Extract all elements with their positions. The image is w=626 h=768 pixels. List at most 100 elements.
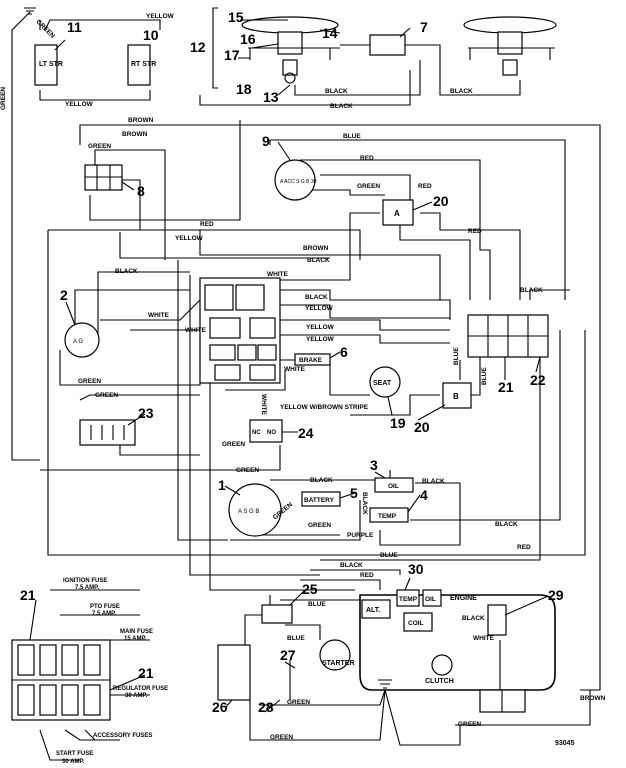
seat-label: SEAT <box>373 380 392 387</box>
fuse-regulator-amp: 30 AMP. <box>125 693 148 699</box>
temp-engine-label: TEMP <box>399 596 418 603</box>
wire-label-black-4: BLACK <box>361 492 368 515</box>
wire-label-black-7: BLACK <box>325 88 348 95</box>
wire-label-red-left: RED <box>200 221 214 228</box>
callout-16: 16 <box>240 31 256 47</box>
wire-label-green-23: GREEN <box>95 392 118 399</box>
wire-label-red-right: RED <box>468 228 482 235</box>
callout-22: 22 <box>530 372 546 388</box>
diode-pack-8 <box>84 164 123 191</box>
battery: BATTERY <box>301 491 341 507</box>
wire-label-green-24: GREEN <box>222 441 245 448</box>
callout-29: 29 <box>548 587 564 603</box>
starter-label: STARTER <box>322 660 355 667</box>
callout-3: 3 <box>370 457 378 473</box>
wire-label-black-right-low: BLACK <box>495 521 518 528</box>
wire-label-green-left: GREEN <box>0 87 7 110</box>
alt-label: ALT. <box>366 607 380 614</box>
callout-17: 17 <box>224 47 240 63</box>
relay-b-label: B <box>453 392 459 401</box>
connector-25 <box>261 604 293 624</box>
relay-a: A <box>382 199 414 226</box>
nc-no-switch: NC NO <box>249 419 283 443</box>
wire-label-blue-25b: BLUE <box>287 635 305 642</box>
wire-label-yellow-module-2: YELLOW <box>306 324 335 331</box>
wire-label-blue-21: BLUE <box>481 367 488 385</box>
brake-label: BRAKE <box>299 357 323 364</box>
callout-leaders <box>29 19 549 713</box>
callout-13: 13 <box>263 89 279 105</box>
switch-2: A G <box>64 322 100 358</box>
fuse-regulator-label: REGULATOR FUSE <box>113 686 168 692</box>
key-switch: A S G B <box>228 483 282 537</box>
wire-label-white-module: WHITE <box>284 366 306 373</box>
wire-label-black-3: BLACK <box>422 478 445 485</box>
switch-9: A ACC S G B 30 <box>274 159 317 201</box>
callout-7: 7 <box>420 19 428 35</box>
pto-assembly-left <box>241 16 340 84</box>
callout-9: 9 <box>262 133 270 149</box>
wire-label-red-low: RED <box>517 544 531 551</box>
callout-30: 30 <box>408 561 424 577</box>
wire-label-green-bottom-right: GREEN <box>458 721 481 728</box>
callout-12: 12 <box>190 39 206 55</box>
callout-18: 18 <box>236 81 252 97</box>
oil-sensor: OIL <box>374 477 414 493</box>
callout-4: 4 <box>420 487 428 503</box>
callout-26: 26 <box>212 699 228 715</box>
wire-labels: YELLOW YELLOW GREEN GREEN BROWN BROWN GR… <box>0 13 606 741</box>
wire-label-green-bottom: GREEN <box>270 734 293 741</box>
wire-label-purple: PURPLE <box>347 532 374 539</box>
fuse-accessory-label: ACCESSORY FUSES <box>93 733 152 739</box>
seat-switch: SEAT <box>369 366 401 398</box>
wire-label-yellow-lower: YELLOW <box>65 101 94 108</box>
oil-engine-label: OIL <box>425 596 436 603</box>
wire-label-white-top: WHITE <box>267 271 289 278</box>
bracket-12 <box>212 7 218 89</box>
wire-label-red-9: RED <box>360 155 374 162</box>
lt-str-label: LT STR <box>39 61 63 68</box>
wire-label-yellow-module-1: YELLOW <box>305 305 334 312</box>
wire-label-green-28: GREEN <box>287 699 310 706</box>
wire-label-white-vertical: WHITE <box>260 394 267 416</box>
temp-sensor: TEMP <box>369 507 409 523</box>
wire-label-yellow-mid: YELLOW <box>175 235 204 242</box>
engine-white-label: WHITE <box>473 635 495 642</box>
clutch: CLUTCH <box>425 654 454 685</box>
engine-label: ENGINE <box>450 595 477 602</box>
wire-label-green-top: GREEN <box>35 18 57 40</box>
fuse-main-amp: 15 AMP. <box>124 636 147 642</box>
wire-label-red-low-2: RED <box>360 572 374 579</box>
callout-24: 24 <box>298 425 314 441</box>
wire-label-green-key-2: GREEN <box>308 522 331 529</box>
connector-brown-bottom <box>479 689 526 713</box>
wire-label-black-right: BLACK <box>450 88 473 95</box>
rt-steering-switch: RT STR <box>127 44 156 86</box>
engine-black-label: BLACK <box>462 615 485 622</box>
switch-2-terms: A G <box>73 339 83 345</box>
central-module <box>199 277 281 384</box>
fuse-start-label: START FUSE <box>56 751 93 757</box>
callout-20a: 20 <box>433 193 449 209</box>
wire-label-green-1: GREEN <box>236 467 259 474</box>
wire-label-black-low: BLACK <box>340 562 363 569</box>
wire-label-brown-1: BROWN <box>128 117 154 124</box>
coil-label: COIL <box>408 620 424 627</box>
wire-label-yellow-top: YELLOW <box>146 13 175 20</box>
ground-symbol-top <box>24 7 36 15</box>
fuse-pto-amp: 7.5 AMP. <box>92 611 116 617</box>
lt-steering-switch: LT STR <box>34 39 66 86</box>
wire-label-brown-2: BROWN <box>122 131 148 138</box>
fuse-ignition-label: IGNITION FUSE <box>63 578 107 584</box>
ground-symbol-bottom <box>378 679 392 689</box>
fuse-start-amp: 30 AMP. <box>62 759 85 765</box>
key-switch-terms: A S G B <box>238 509 259 515</box>
callout-21b: 21 <box>20 587 36 603</box>
callout-2: 2 <box>60 287 68 303</box>
connector-23 <box>79 419 136 446</box>
callout-21c: 21 <box>138 665 154 681</box>
connector-7 <box>369 34 406 56</box>
solenoid-26 <box>217 644 251 701</box>
fuse-pto-label: PTO FUSE <box>90 604 120 610</box>
